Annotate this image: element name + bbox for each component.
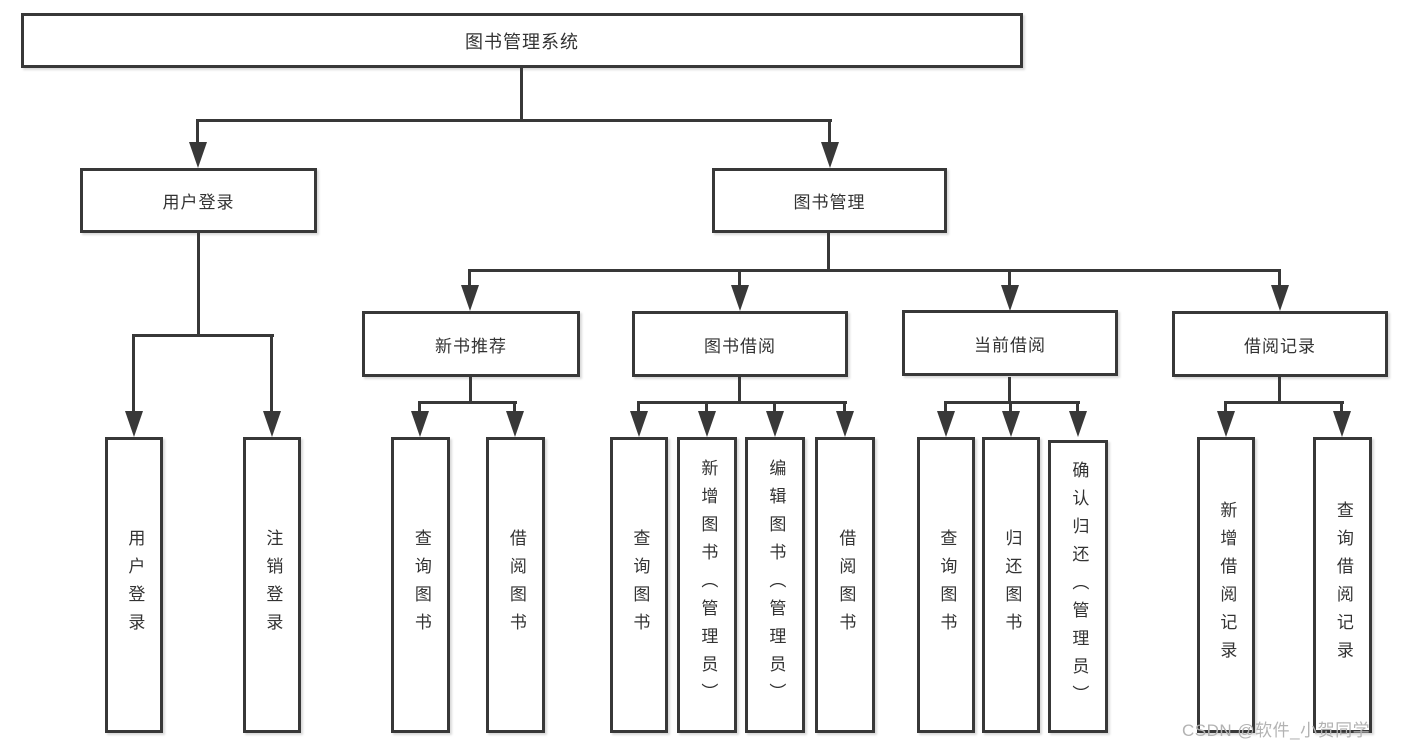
connector-line — [1278, 271, 1281, 287]
leaf-query-books-current: 查询图书 — [917, 437, 975, 733]
arrow-head — [1271, 285, 1289, 311]
connector-line — [1278, 377, 1281, 404]
node-label: 查询图书 — [937, 529, 957, 641]
connector-line — [468, 269, 1281, 272]
connector-line — [132, 336, 135, 413]
arrow-head — [821, 142, 839, 168]
connector-line — [944, 403, 947, 414]
node-label: 注销登录 — [263, 529, 283, 641]
arrow-head — [1069, 411, 1087, 437]
node-current-borrowing: 当前借阅 — [902, 310, 1118, 376]
node-label: 借阅图书 — [836, 529, 856, 641]
connector-line — [773, 403, 776, 414]
connector-line — [843, 403, 846, 414]
arrow-head — [731, 285, 749, 311]
arrow-head — [630, 411, 648, 437]
node-book-borrowing: 图书借阅 — [632, 311, 848, 377]
leaf-edit-books-admin: 编辑图书（管理员） — [745, 437, 805, 733]
leaf-query-books-borrowing: 查询图书 — [610, 437, 668, 733]
connector-line — [637, 403, 640, 414]
connector-line — [705, 403, 708, 414]
connector-line — [469, 377, 472, 404]
node-label: 借阅记录 — [1244, 336, 1316, 356]
connector-line — [828, 121, 831, 144]
node-label: 用户登录 — [162, 193, 235, 212]
leaf-borrow-books: 借阅图书 — [815, 437, 875, 733]
arrow-head — [1333, 411, 1351, 437]
connector-line — [738, 377, 741, 404]
arrow-head — [766, 411, 784, 437]
connector-line — [1076, 403, 1079, 414]
node-label: 编辑图书（管理员） — [766, 459, 786, 711]
connector-line — [637, 401, 847, 404]
arrow-head — [189, 142, 207, 168]
node-label: 当前借阅 — [974, 335, 1046, 355]
node-new-book-recommendation: 新书推荐 — [362, 311, 580, 377]
connector-line — [827, 233, 830, 272]
arrow-head — [461, 285, 479, 311]
leaf-user-login: 用户登录 — [105, 437, 163, 733]
leaf-logout-login: 注销登录 — [243, 437, 301, 733]
node-borrowing-records: 借阅记录 — [1172, 311, 1388, 377]
node-label: 新书推荐 — [435, 336, 507, 356]
connector-line — [738, 271, 741, 287]
node-label: 查询图书 — [411, 529, 431, 641]
node-label: 归还图书 — [1002, 529, 1022, 641]
arrow-head — [1217, 411, 1235, 437]
connector-line — [520, 68, 523, 121]
node-library-management-system: 图书管理系统 — [21, 13, 1023, 68]
arrow-head — [836, 411, 854, 437]
connector-line — [1224, 401, 1344, 404]
arrow-head — [698, 411, 716, 437]
csdn-watermark: CSDN @软件_小贺同学 — [1182, 721, 1371, 740]
connector-line — [1008, 377, 1011, 404]
connector-line — [1340, 403, 1343, 414]
leaf-query-borrow-record: 查询借阅记录 — [1313, 437, 1372, 733]
arrow-head — [411, 411, 429, 437]
connector-line — [1009, 403, 1012, 414]
node-label: 新增图书（管理员） — [698, 459, 718, 711]
connector-line — [1008, 271, 1011, 287]
connector-line — [1224, 403, 1227, 414]
connector-line — [196, 119, 832, 122]
connector-line — [513, 403, 516, 414]
node-user-login: 用户登录 — [80, 168, 317, 233]
arrow-head — [263, 411, 281, 437]
leaf-add-books-admin: 新增图书（管理员） — [677, 437, 737, 733]
node-label: 查询借阅记录 — [1333, 501, 1353, 669]
connector-line — [270, 336, 273, 413]
leaf-confirm-return-admin: 确认归还（管理员） — [1048, 440, 1108, 733]
connector-line — [468, 271, 471, 287]
node-label: 用户登录 — [125, 529, 145, 641]
leaf-return-books: 归还图书 — [982, 437, 1040, 733]
node-label: 图书管理 — [793, 193, 866, 212]
connector-line — [196, 121, 199, 144]
node-label: 查询图书 — [630, 529, 650, 641]
node-label: 新增借阅记录 — [1217, 501, 1237, 669]
node-label: 借阅图书 — [506, 529, 526, 641]
node-label: 图书借阅 — [704, 336, 776, 356]
connector-line — [944, 401, 1080, 404]
arrow-head — [1002, 411, 1020, 437]
connector-line — [418, 403, 421, 414]
leaf-query-books-recommend: 查询图书 — [391, 437, 450, 733]
node-label: 确认归还（管理员） — [1069, 460, 1089, 713]
node-label: 图书管理系统 — [465, 31, 579, 52]
connector-line — [197, 233, 200, 337]
arrow-head — [506, 411, 524, 437]
connector-line — [132, 334, 274, 337]
leaf-add-borrow-record: 新增借阅记录 — [1197, 437, 1255, 733]
arrow-head — [125, 411, 143, 437]
connector-line — [418, 401, 517, 404]
arrow-head — [937, 411, 955, 437]
leaf-borrow-books-recommend: 借阅图书 — [486, 437, 545, 733]
arrow-head — [1001, 285, 1019, 311]
node-book-management: 图书管理 — [712, 168, 947, 233]
